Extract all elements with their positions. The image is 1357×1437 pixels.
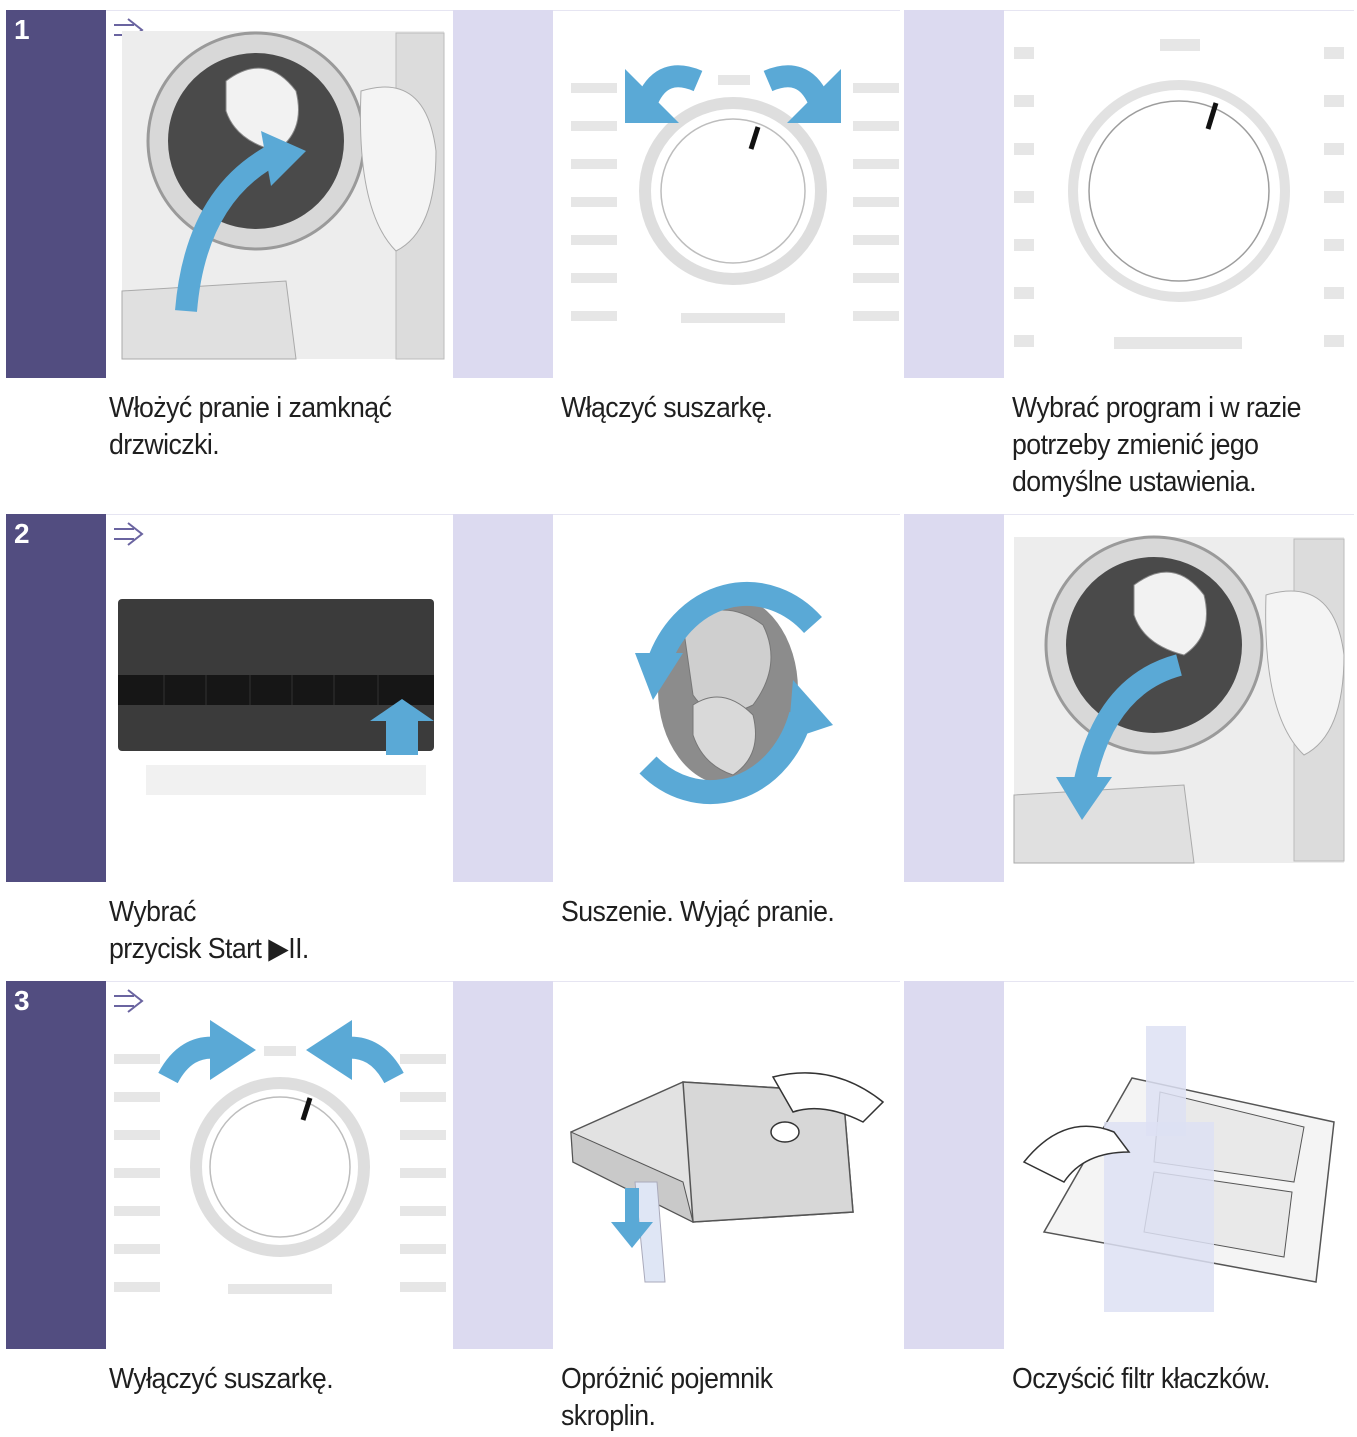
step-number-bar: 3 <box>6 981 106 1349</box>
next-step-arrow-icon <box>114 989 144 1013</box>
caption-turn-off: Wyłączyć suszarkę. <box>109 1363 334 1395</box>
step-row-2: 2 <box>6 514 1354 965</box>
step-number-bar: 1 <box>6 10 106 378</box>
step-number: 1 <box>14 14 30 45</box>
caption-clean-filter: Oczyścić filtr kłaczków. <box>1012 1363 1271 1395</box>
divider-bar <box>453 514 553 882</box>
step-row-1: 1 <box>6 10 1354 498</box>
illustration-remove-laundry <box>1004 514 1354 883</box>
caption-drying: Suszenie. Wyjąć pranie. <box>561 896 835 928</box>
caption-turn-on: Włączyć suszarkę. <box>561 392 773 424</box>
caption-select-program: Wybrać program i w razie potrzeby zmieni… <box>1012 392 1302 498</box>
illustration-load-laundry <box>106 10 453 379</box>
illustration-select-program <box>1004 10 1354 379</box>
step-number: 2 <box>14 518 30 549</box>
divider-bar <box>904 10 1004 378</box>
illustration-clean-filter <box>1004 981 1354 1350</box>
caption-empty-container: Opróżnić pojemnik skroplin. <box>561 1363 773 1432</box>
step-number-bar: 2 <box>6 514 106 882</box>
caption-start: Wybrać przycisk Start ▶II. <box>109 896 309 965</box>
illustration-drying <box>553 514 900 883</box>
illustration-turn-on <box>553 10 900 379</box>
next-step-arrow-icon <box>114 522 144 546</box>
step-number: 3 <box>14 985 30 1016</box>
illustration-start-button <box>106 514 453 883</box>
step-row-3: 3 <box>6 981 1354 1432</box>
divider-bar <box>904 514 1004 882</box>
divider-bar <box>904 981 1004 1349</box>
illustration-turn-off <box>106 981 453 1350</box>
caption-load-laundry: Włożyć pranie i zamknąć drzwiczki. <box>109 392 392 461</box>
illustration-empty-container <box>553 981 900 1350</box>
divider-bar <box>453 981 553 1349</box>
divider-bar <box>453 10 553 378</box>
